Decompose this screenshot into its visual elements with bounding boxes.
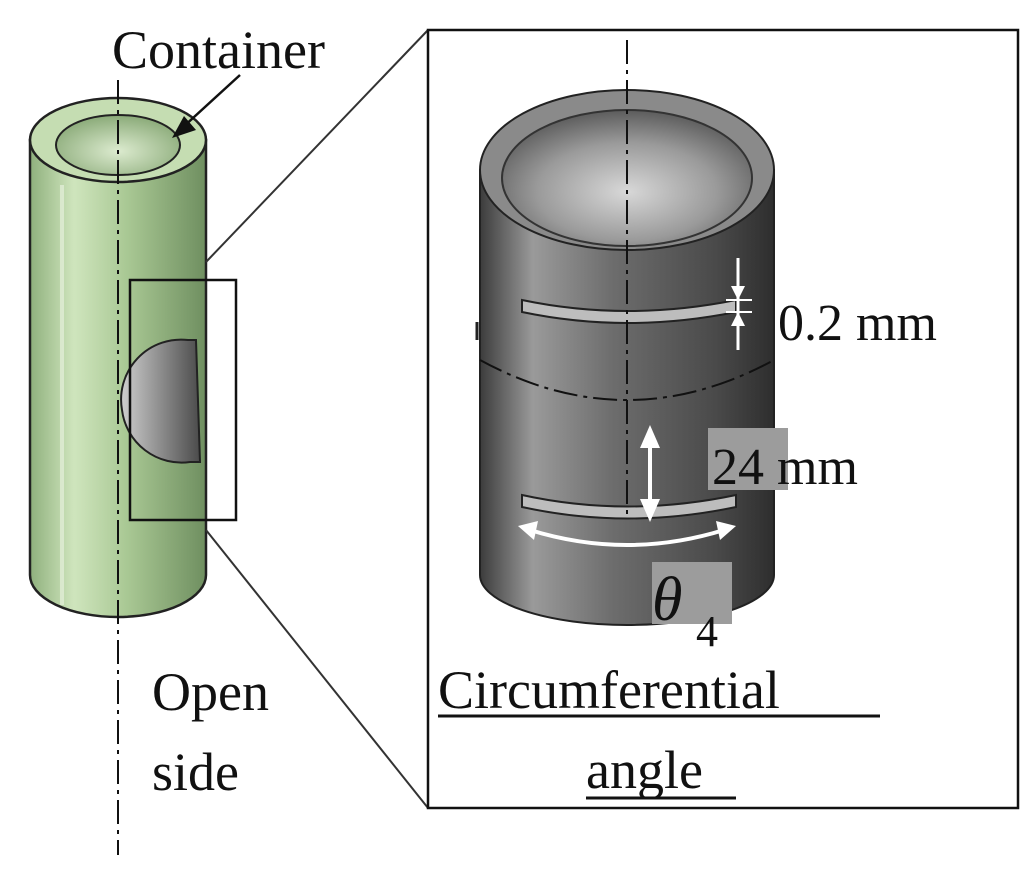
slit-width-dimension: [726, 258, 752, 350]
container-pointer-arrow: [172, 74, 241, 138]
slit-spacing-label: 24 mm: [712, 439, 858, 496]
container-label: Container: [112, 20, 325, 80]
circumferential-label-line1: Circumferential: [438, 660, 780, 720]
open-side-label-line2: side: [152, 742, 239, 802]
theta-symbol: θ: [652, 566, 682, 634]
circumference-guide-arc: [479, 359, 775, 401]
zoom-connector-bottom: [205, 529, 429, 809]
spacing-label-bg: [708, 428, 788, 490]
open-side-label-line1: Open: [152, 662, 269, 722]
angle-arc-dimension: [518, 521, 736, 547]
slit-width-label: 0.2 mm: [778, 295, 937, 352]
lower-slit: [521, 493, 737, 520]
zoom-connector-top: [205, 29, 429, 263]
zoom-region-box: [128, 278, 238, 522]
circumferential-label-line2: angle: [586, 740, 703, 800]
slit-spacing-dimension: [640, 425, 660, 522]
theta-subscript: 4: [696, 607, 718, 656]
theta-label-bg: [652, 562, 732, 624]
